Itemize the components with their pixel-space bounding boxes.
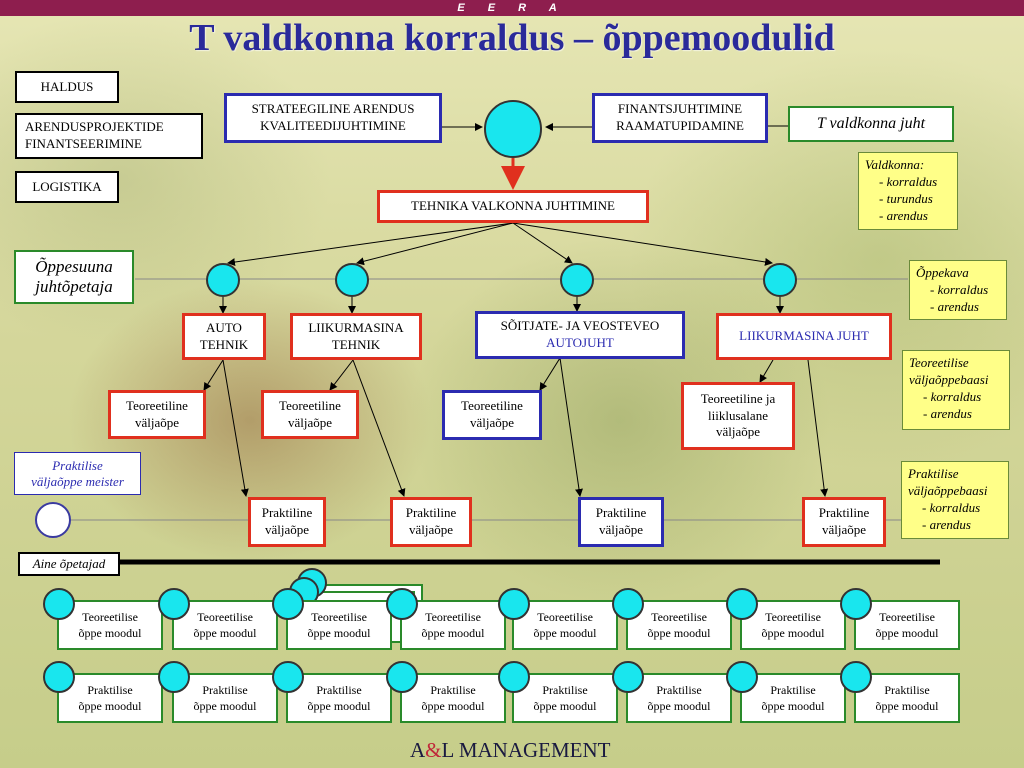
practice-module-node-4 <box>386 661 418 693</box>
box-teachers: Aine õpetajad <box>18 552 120 576</box>
theory-module-node-5 <box>498 588 530 620</box>
box-practice-machine: Praktiline väljaõpe <box>390 497 472 547</box>
box-practice-auto: Praktiline väljaõpe <box>248 497 326 547</box>
practice-module-4: Praktilise õppe moodul <box>400 673 506 723</box>
note-practice-base: Praktilise väljaõppebaasi - korraldus - … <box>901 461 1009 539</box>
box-logistika: LOGISTIKA <box>15 171 119 203</box>
node-machine <box>335 263 369 297</box>
theory-module-8: Teoreetilise õppe moodul <box>854 600 960 650</box>
box-auto-tehnik: AUTO TEHNIK <box>182 313 266 360</box>
theory-module-node-6 <box>612 588 644 620</box>
note-field: Valdkonna: - korraldus - turundus - aren… <box>858 152 958 230</box>
practice-module-node-2 <box>158 661 190 693</box>
box-field-head: T valdkonna juht <box>788 106 954 142</box>
box-strategic: STRATEEGILINE ARENDUS KVALITEEDIJUHTIMIN… <box>224 93 442 143</box>
theory-module-3: Teoreetilise õppe moodul <box>286 600 392 650</box>
box-practice-driver: Praktiline väljaõpe <box>578 497 664 547</box>
top-bar: E E R A <box>0 0 1024 16</box>
practice-module-7: Praktilise õppe moodul <box>740 673 846 723</box>
arrow-to-machine-driver <box>512 222 773 266</box>
box-theory-auto: Teoreetiline väljaõpe <box>108 390 206 439</box>
box-theory-driver: Teoreetiline väljaõpe <box>442 390 542 440</box>
box-study-head: Õppesuuna juhtõpetaja <box>14 250 134 304</box>
box-theory-machine: Teoreetiline väljaõpe <box>261 390 359 439</box>
practice-module-5: Praktilise õppe moodul <box>512 673 618 723</box>
theory-module-6: Teoreetilise õppe moodul <box>626 600 732 650</box>
theory-module-node-7 <box>726 588 758 620</box>
note-curriculum: Õppekava - korraldus - arendus <box>909 260 1007 320</box>
box-haldus: HALDUS <box>15 71 119 103</box>
box-theory-traffic: Teoreetiline ja liiklusalane väljaõpe <box>681 382 795 450</box>
practice-module-6: Praktilise õppe moodul <box>626 673 732 723</box>
node-machine-driver <box>763 263 797 297</box>
theory-module-2: Teoreetilise õppe moodul <box>172 600 278 650</box>
practice-module-3: Praktilise õppe moodul <box>286 673 392 723</box>
node-auto <box>206 263 240 297</box>
arrow-to-machine <box>356 222 514 266</box>
practice-module-node-5 <box>498 661 530 693</box>
arrow-to-driver <box>512 222 573 264</box>
practice-module-node-6 <box>612 661 644 693</box>
box-driver: SÕITJATE- JA VEOSTEVEO AUTOJUHT <box>475 311 685 359</box>
theory-module-4: Teoreetilise õppe moodul <box>400 600 506 650</box>
page-title: T valdkonna korraldus – õppemoodulid <box>189 17 835 59</box>
theory-module-5: Teoreetilise õppe moodul <box>512 600 618 650</box>
footer-logo: A&L MANAGEMENT <box>410 738 611 762</box>
theory-module-node-1 <box>43 588 75 620</box>
brand-label: E E R A <box>457 2 567 14</box>
practice-module-1: Praktilise õppe moodul <box>57 673 163 723</box>
box-machine-driver: LIIKURMASINA JUHT <box>716 313 892 360</box>
practice-module-8: Praktilise õppe moodul <box>854 673 960 723</box>
practice-module-2: Praktilise õppe moodul <box>172 673 278 723</box>
theory-module-node-2 <box>158 588 190 620</box>
arrow-to-auto <box>227 222 514 266</box>
box-arendusprojektide: ARENDUSPROJEKTIDE FINANTSEERIMINE <box>15 113 203 159</box>
theory-module-node-8 <box>840 588 872 620</box>
node-driver <box>560 263 594 297</box>
box-center-management: TEHNIKA VALKONNA JUHTIMINE <box>377 190 649 223</box>
box-practice-master: Praktilise väljaõppe meister <box>14 452 141 495</box>
box-machine-tehnik: LIIKURMASINA TEHNIK <box>290 313 422 360</box>
practice-module-node-8 <box>840 661 872 693</box>
note-theory-base: Teoreetilise väljaõppebaasi - korraldus … <box>902 350 1010 430</box>
theory-module-1: Teoreetilise õppe moodul <box>57 600 163 650</box>
theory-module-node-3 <box>272 588 304 620</box>
box-finance: FINANTSJUHTIMINE RAAMATUPIDAMINE <box>592 93 768 143</box>
node-practice-master <box>35 502 71 538</box>
theory-module-node-4 <box>386 588 418 620</box>
practice-module-node-7 <box>726 661 758 693</box>
center-node <box>484 100 542 158</box>
box-practice-machine-driver: Praktiline väljaõpe <box>802 497 886 547</box>
theory-module-7: Teoreetilise õppe moodul <box>740 600 846 650</box>
practice-module-node-1 <box>43 661 75 693</box>
practice-module-node-3 <box>272 661 304 693</box>
